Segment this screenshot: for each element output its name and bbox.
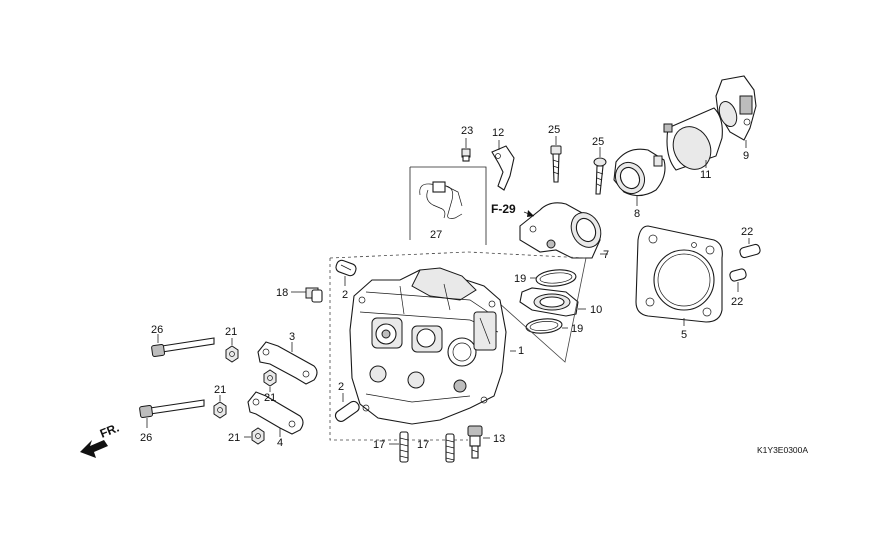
part-27-frame (409, 166, 487, 245)
part-26-bolt-lower (139, 399, 205, 428)
part-1-head-frame (329, 251, 587, 441)
part-4-plate (247, 391, 304, 437)
callout-11: 11 (700, 169, 711, 181)
part-2-dowel-lower (334, 393, 360, 422)
part-7-intake-pipe (519, 202, 608, 259)
part-22-dowel-b (729, 268, 747, 292)
part-2-dowel-upper (335, 259, 357, 286)
part-26-bolt-upper (151, 334, 215, 358)
part-8-clamp (613, 148, 666, 206)
callout-25-a: 25 (548, 124, 560, 136)
callout-21-d: 21 (228, 432, 240, 444)
direction-label: FR. (98, 421, 121, 441)
fr-direction-arrow (80, 440, 108, 458)
callout-19-lower: 19 (571, 323, 583, 335)
f29-arrow (523, 210, 535, 217)
callout-19-upper: 19 (514, 273, 526, 285)
callout-26-upper: 26 (151, 324, 163, 336)
callout-23: 23 (461, 125, 473, 137)
part-3-plate (257, 341, 318, 385)
callout-13: 13 (493, 433, 505, 445)
callout-5: 5 (681, 329, 687, 341)
part-19-oring-upper (530, 269, 577, 287)
callout-7: 7 (603, 249, 609, 261)
part-5-gasket (635, 225, 723, 326)
part-13-sensor (467, 425, 490, 459)
reference-label: F-29 (491, 202, 516, 216)
callout-10: 10 (590, 304, 602, 316)
part-27-wire-clip (419, 181, 463, 219)
callout-8: 8 (634, 208, 640, 220)
part-21-nut-b (263, 369, 277, 392)
callout-4: 4 (277, 437, 283, 449)
part-18-plug (291, 287, 323, 303)
callout-3: 3 (289, 331, 295, 343)
part-25-bolt-a (550, 136, 562, 183)
callout-17-left: 17 (373, 439, 385, 451)
callout-22-lower: 22 (731, 296, 743, 308)
callout-26-lower: 26 (140, 432, 152, 444)
callout-21-a: 21 (225, 326, 237, 338)
callout-9: 9 (743, 150, 749, 162)
callout-21-c: 21 (214, 384, 226, 396)
part-9-throttle-body (715, 75, 757, 148)
callout-2-upper: 2 (342, 289, 348, 301)
part-17-stud-a (389, 431, 409, 463)
part-21-nut-c (213, 395, 227, 419)
part-11-hose (663, 107, 723, 171)
callout-1: 1 (518, 345, 524, 357)
part-12-bracket (491, 140, 515, 191)
callout-12: 12 (492, 127, 504, 139)
diagram-code: K1Y3E0300A (757, 445, 808, 455)
callout-25-b: 25 (592, 136, 604, 148)
part-10-insulator (519, 287, 586, 317)
callout-2-lower: 2 (338, 381, 344, 393)
callout-17-right: 17 (417, 439, 429, 451)
part-21-nut-a (225, 338, 239, 363)
part-22-dowel-a (739, 238, 761, 259)
callout-21-b: 21 (264, 392, 276, 404)
callout-27: 27 (430, 229, 442, 241)
part-23-bolt (461, 138, 471, 162)
part-21-nut-d (244, 427, 265, 445)
callout-22-upper: 22 (741, 226, 753, 238)
part-17-stud-b (445, 433, 455, 463)
part-19-oring-lower (525, 318, 568, 334)
part-25-bolt-b (593, 147, 607, 195)
part-1-cylinder-head (349, 267, 507, 425)
callout-18: 18 (276, 287, 288, 299)
